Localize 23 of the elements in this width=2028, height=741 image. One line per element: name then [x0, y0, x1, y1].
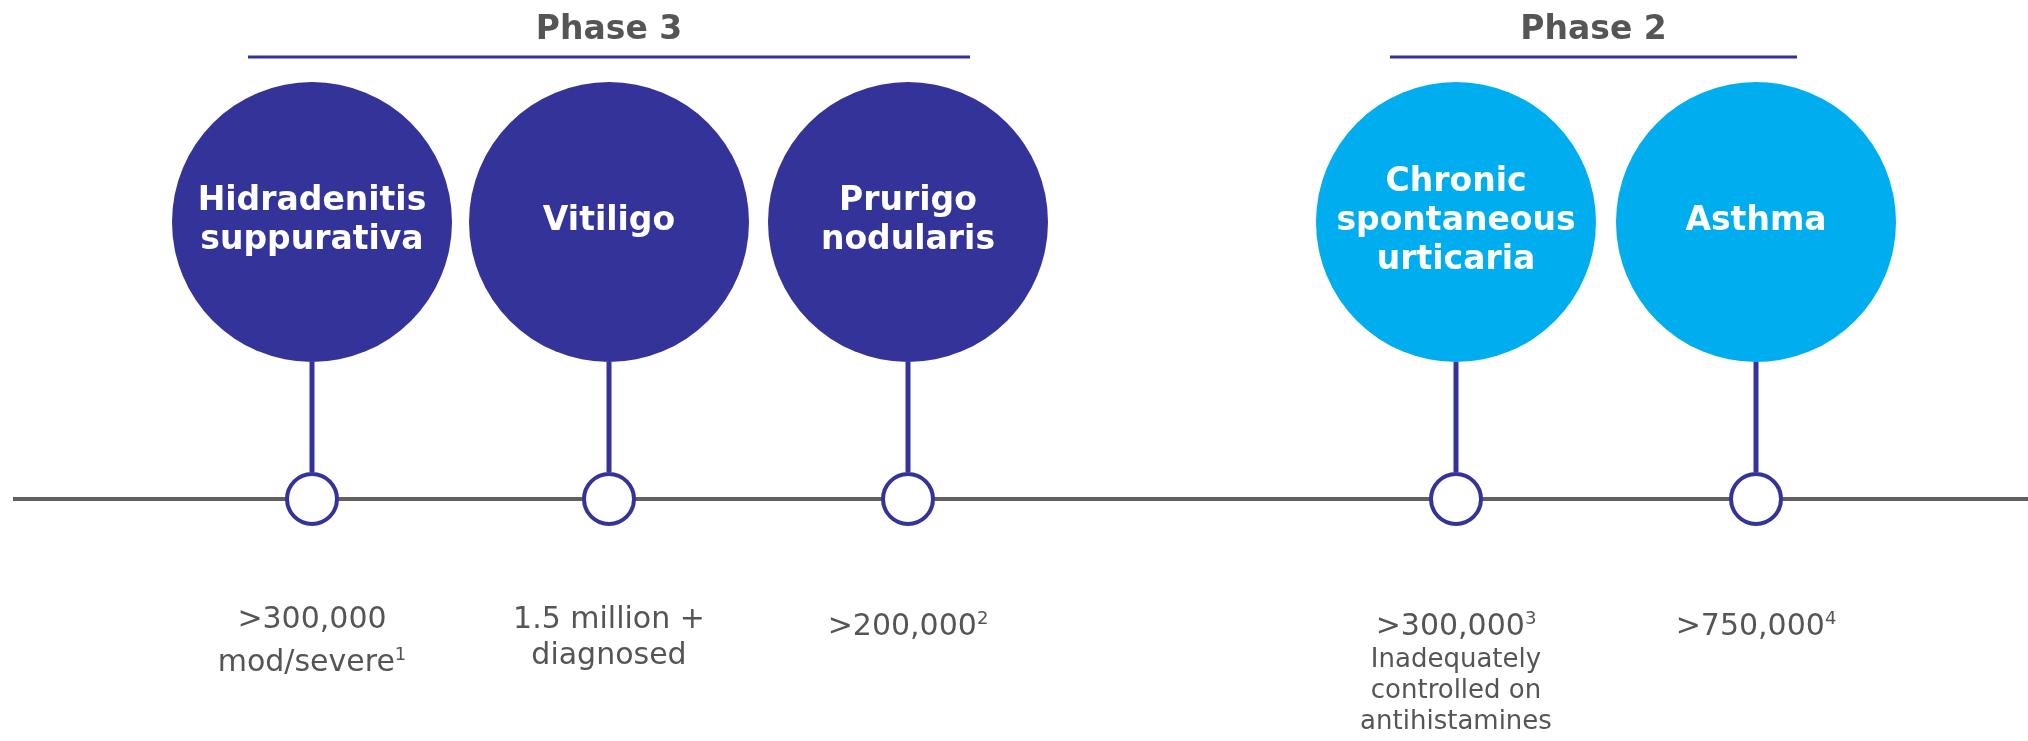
disease-name: Asthma	[1685, 198, 1827, 238]
patient-count: >750,000$^{4}$	[1675, 606, 1837, 643]
disease-name: Hidradenitis suppurativa	[196, 179, 428, 257]
patient-count: >200,000$^{2}$	[827, 606, 989, 643]
stem-line	[1753, 362, 1759, 472]
timeline-marker	[582, 472, 636, 526]
timeline-marker	[1729, 472, 1783, 526]
patient-count: >300,000$^{3}$	[1375, 606, 1537, 643]
stem-line	[606, 362, 612, 472]
stem-line	[1453, 362, 1459, 472]
patient-count: >300,000 mod/severe$^{1}$	[216, 600, 408, 679]
disease-name: Prurigo nodularis	[819, 179, 997, 257]
phase-heading: Phase 3	[535, 8, 683, 47]
phase-heading: Phase 2	[1520, 8, 1667, 47]
population-note: Inadequately controlled on antihistamines	[1359, 643, 1553, 736]
disease-name: Chronic spontaneous urticaria	[1335, 159, 1577, 277]
patient-count: 1.5 million + diagnosed	[512, 600, 706, 672]
timeline-marker	[881, 472, 935, 526]
timeline-marker	[285, 472, 339, 526]
timeline-marker	[1429, 472, 1483, 526]
stem-line	[309, 362, 315, 472]
stem-line	[905, 362, 911, 472]
disease-name: Vitiligo	[542, 198, 676, 238]
